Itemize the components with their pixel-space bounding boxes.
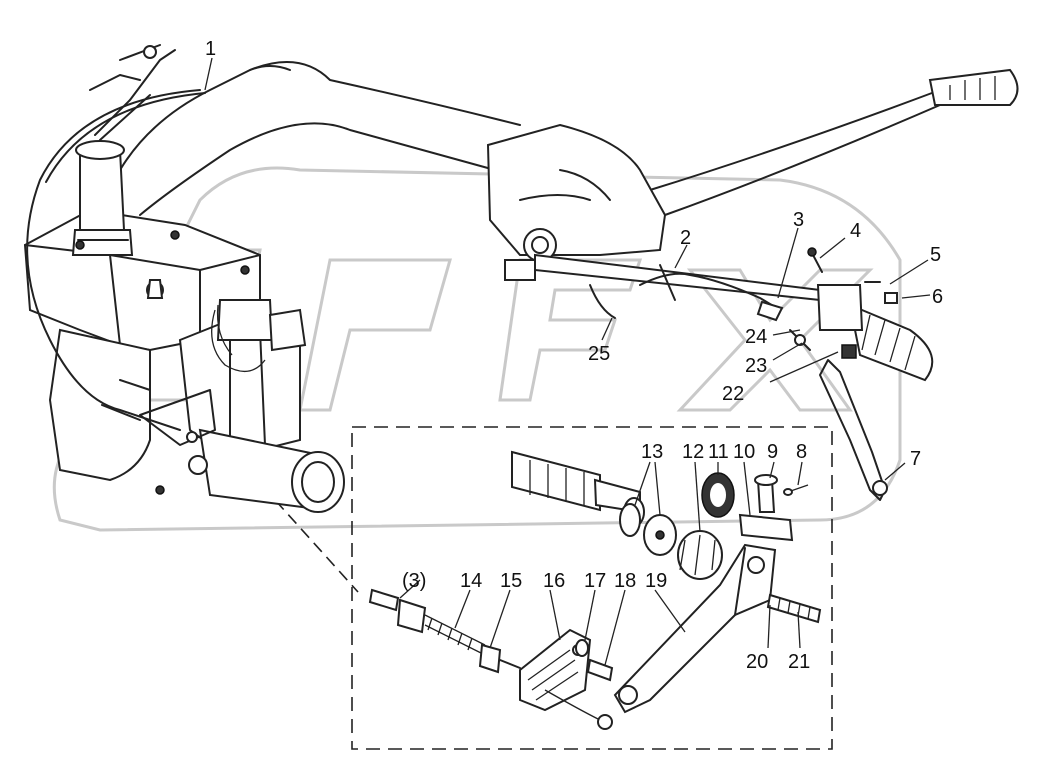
callout-13: 13 <box>641 441 663 463</box>
callout-25: 25 <box>588 343 610 365</box>
callout-16: 16 <box>543 570 565 592</box>
callout-23: 23 <box>745 355 767 377</box>
callout-9: 9 <box>767 441 778 463</box>
callouts: 1 2 3 4 5 6 7 8 9 10 11 12 13 14 15 16 1… <box>205 38 943 673</box>
callout-12: 12 <box>682 441 704 463</box>
transmission-housing <box>23 44 521 513</box>
callout-3: 3 <box>793 209 804 231</box>
detail-inset-box <box>351 426 833 750</box>
projection-line <box>211 429 359 593</box>
callout-10: 10 <box>733 441 755 463</box>
callout-11: 11 <box>708 441 729 463</box>
throttle-cable <box>26 89 206 443</box>
callout-5: 5 <box>930 244 941 266</box>
callout-15: 15 <box>500 570 522 592</box>
callout-6: 6 <box>932 286 943 308</box>
callout-18: 18 <box>614 570 636 592</box>
leader-lines <box>204 57 931 666</box>
callout-4: 4 <box>850 220 861 242</box>
handlebar-assembly <box>486 68 1019 501</box>
callout-1: 1 <box>205 38 216 60</box>
callout-21: 21 <box>788 651 810 673</box>
callout-7: 7 <box>910 448 921 470</box>
choke-cable <box>589 264 811 351</box>
callout-3-paren: (3) <box>402 570 426 592</box>
callout-19: 19 <box>645 570 667 592</box>
inset-parts <box>368 450 822 730</box>
callout-2: 2 <box>680 227 691 249</box>
callout-20: 20 <box>746 651 768 673</box>
callout-24: 24 <box>745 326 767 348</box>
callout-17: 17 <box>584 570 606 592</box>
callout-14: 14 <box>460 570 482 592</box>
callout-8: 8 <box>796 441 807 463</box>
callout-22: 22 <box>722 383 744 405</box>
